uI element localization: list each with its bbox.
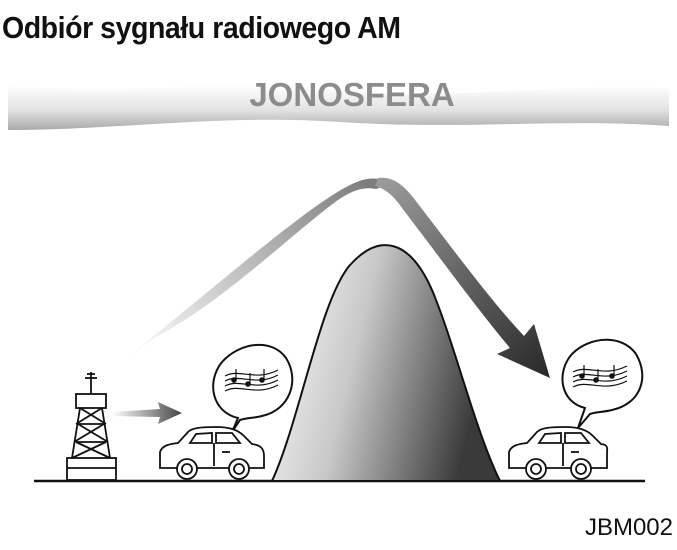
ionosphere-band: JONOSFERA [8, 76, 669, 130]
ionosphere-label: JONOSFERA [249, 76, 454, 113]
speech-bubble-left [212, 344, 294, 433]
car-left [159, 426, 265, 480]
transmission-tower [66, 372, 117, 481]
car-right [508, 426, 609, 480]
music-notes-icon [572, 365, 628, 388]
wave-down-arrow [375, 177, 550, 378]
music-notes-icon [224, 369, 279, 392]
speech-bubble-right [561, 338, 644, 429]
page-title: Odbiór sygnału radiowego AM [2, 10, 401, 45]
figure-code: JBM002 [584, 514, 673, 541]
mountain [270, 244, 502, 482]
ground-wave-arrow [112, 402, 182, 424]
wave-up-arrow [110, 178, 390, 370]
